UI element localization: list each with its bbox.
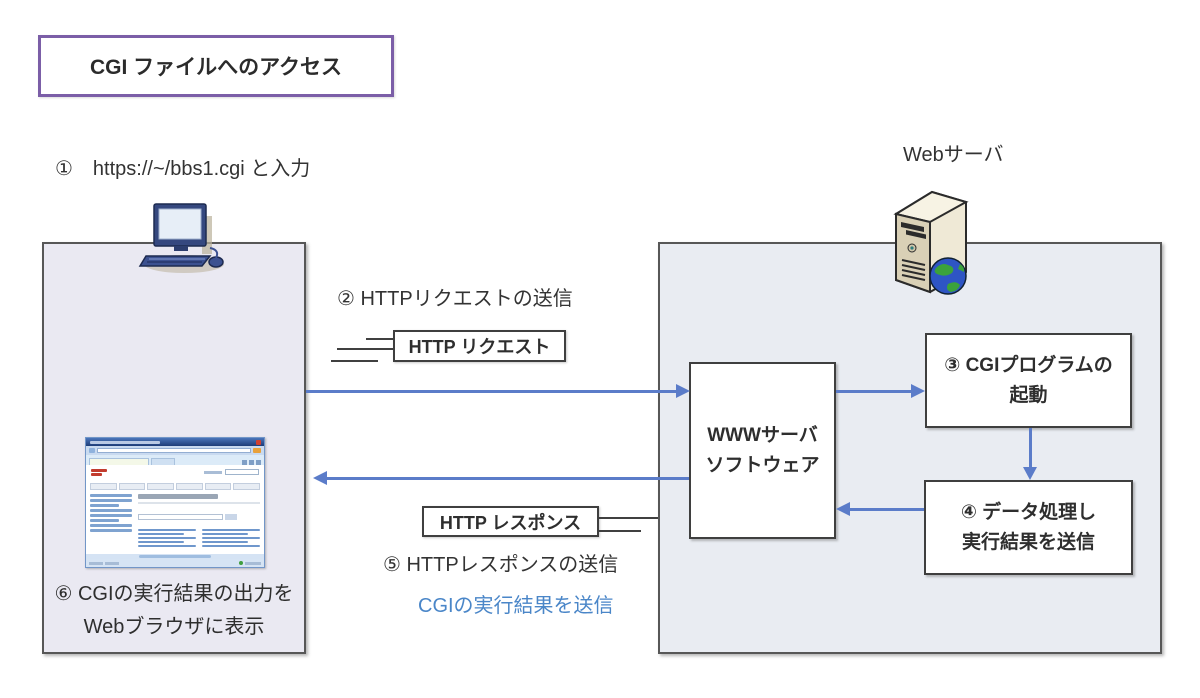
step3-cgi-start-box: ③ CGIプログラムの 起動: [925, 333, 1132, 428]
browser-status-bar: [86, 559, 264, 567]
cgi-result-note: CGIの実行結果を送信: [418, 595, 614, 617]
step6-caption: ⑥ CGIの実行結果の出力を Webブラウザに表示: [50, 578, 298, 644]
browser-address-bar: [86, 446, 264, 455]
step6-line2: Webブラウザに表示: [83, 616, 265, 638]
browser-toolbar-icons: [242, 460, 261, 465]
step4-to-www-line: [849, 508, 924, 511]
request-motion-line: [337, 348, 394, 350]
site-main-area: [138, 494, 260, 551]
desktop-computer-icon: [132, 198, 228, 276]
status-zoom-placeholder: [245, 561, 261, 565]
http-request-tag-text: HTTP リクエスト: [408, 337, 551, 357]
browser-window-thumbnail: [85, 437, 265, 568]
response-arrow-line: [326, 477, 689, 480]
diagram-title: CGI ファイルへのアクセス: [38, 35, 394, 97]
step4-line2: 実行結果を送信: [961, 531, 1095, 553]
browser-tab: [151, 458, 175, 465]
site-nav-tabs: [90, 483, 261, 490]
http-request-tag: HTTP リクエスト: [393, 330, 566, 362]
browser-page-content: [86, 465, 264, 554]
server-tower-globe-icon: [882, 184, 978, 298]
www-server-software-box: WWWサーバ ソフトウェア: [689, 362, 836, 539]
www-box-line1: WWWサーバ: [707, 424, 818, 446]
site-sidebar-links: [90, 494, 132, 551]
step5-label: ⑤ HTTPレスポンスの送信: [383, 554, 619, 576]
browser-tab-row: [86, 455, 264, 465]
browser-titlebar: [86, 438, 264, 446]
browser-back-icon: [89, 448, 95, 453]
step4-line1: ④ データ処理し: [960, 501, 1097, 523]
step3-to-step4-arrowhead: [1023, 467, 1037, 480]
site-logo: [91, 469, 107, 479]
response-arrowhead: [313, 471, 327, 485]
web-server-label: Webサーバ: [903, 144, 1004, 166]
response-motion-line: [599, 530, 641, 532]
status-secure-icon: [239, 561, 243, 565]
www-box-line2: ソフトウェア: [705, 454, 820, 476]
response-motion-line: [599, 517, 658, 519]
http-response-tag-text: HTTP レスポンス: [439, 512, 582, 533]
browser-tab: [89, 458, 149, 465]
browser-title-text-placeholder: [90, 440, 160, 444]
browser-go-icon: [253, 448, 261, 453]
step4-to-www-arrowhead: [836, 502, 850, 516]
site-search-box: [204, 469, 259, 475]
step3-line2: 起動: [1009, 384, 1048, 406]
step2-label: ② HTTPリクエストの送信: [337, 288, 573, 310]
diagram-title-text: CGI ファイルへのアクセス: [89, 56, 343, 79]
browser-close-icon: [256, 439, 261, 445]
request-arrow-line: [306, 390, 677, 393]
www-to-step3-arrowhead: [911, 384, 925, 398]
browser-horizontal-scrollbar: [86, 554, 264, 559]
step3-to-step4-line: [1029, 428, 1032, 468]
browser-url-field: [97, 448, 251, 453]
step6-line1: ⑥ CGIの実行結果の出力を: [54, 583, 294, 605]
step4-data-process-box: ④ データ処理し 実行結果を送信: [924, 480, 1133, 575]
request-arrowhead: [676, 384, 690, 398]
request-motion-line: [366, 338, 394, 340]
request-motion-line: [331, 360, 378, 362]
www-to-step3-line: [836, 390, 912, 393]
step1-label: ① https://~/bbs1.cgi と入力: [55, 158, 311, 180]
step3-line1: ③ CGIプログラムの: [944, 354, 1113, 376]
http-response-tag: HTTP レスポンス: [422, 506, 599, 537]
